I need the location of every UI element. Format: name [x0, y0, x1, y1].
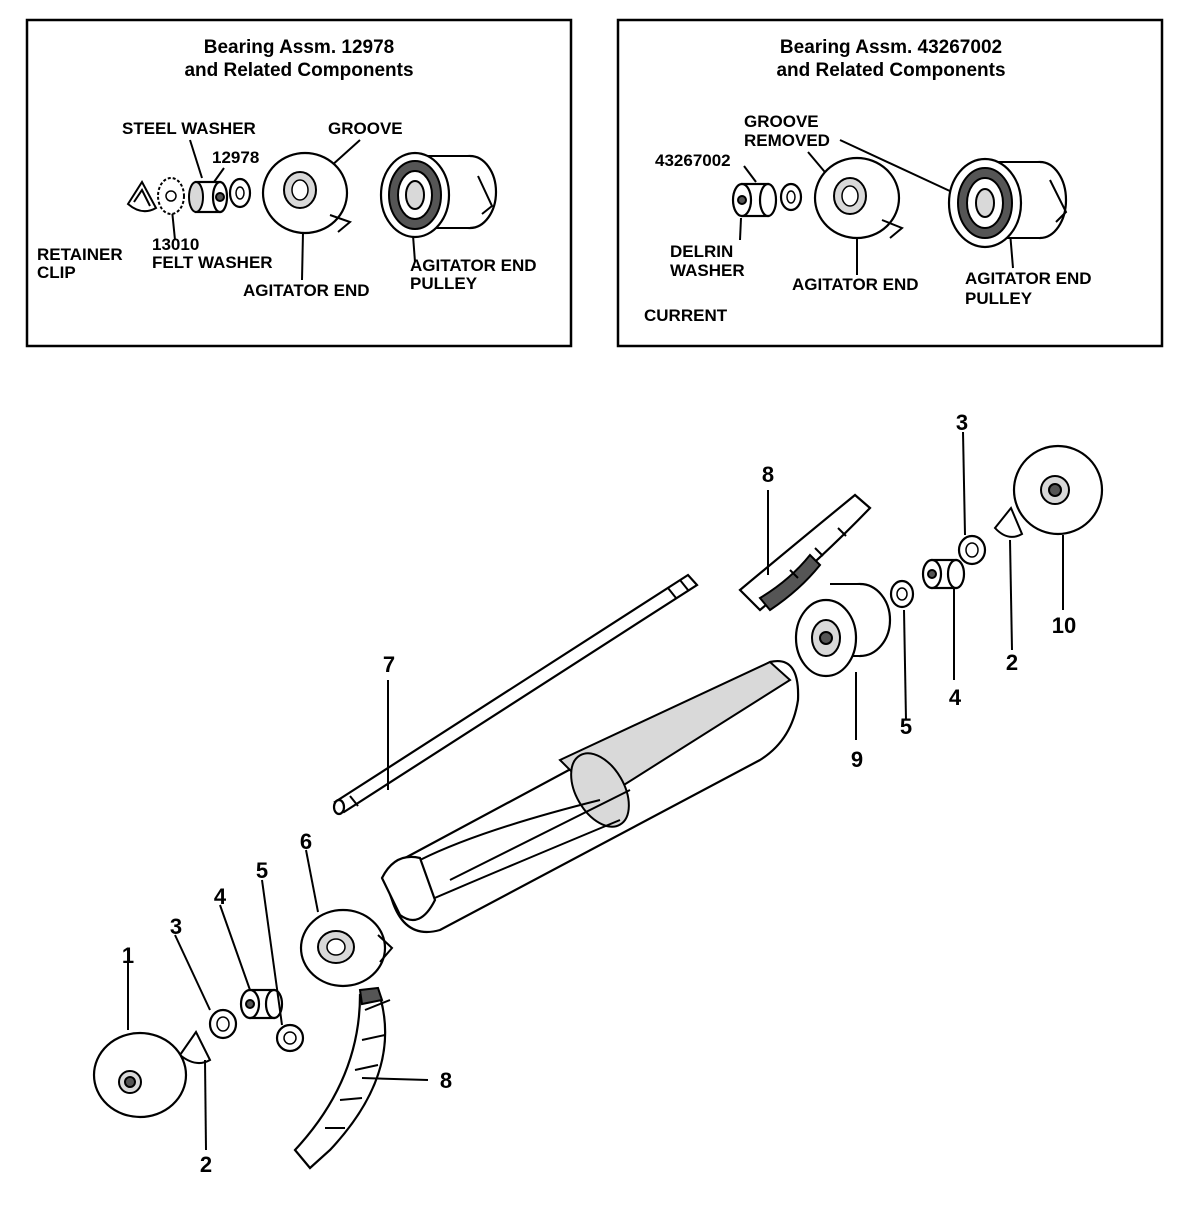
delrin-washer-label-1: DELRIN: [670, 242, 733, 261]
callout-9: 9: [851, 747, 863, 772]
callout-1: 1: [122, 943, 134, 968]
retainer-clip-label-1: RETAINER: [37, 245, 123, 264]
end-cap-part-10: [1012, 444, 1104, 536]
callout-5-left: 5: [256, 858, 268, 883]
callout-8-top: 8: [762, 462, 774, 487]
bearing-12978-icon: [188, 180, 229, 214]
retainer-clip-label-2: CLIP: [37, 263, 76, 282]
agitator-end-current-label: AGITATOR END: [792, 275, 919, 294]
agitator-end-pulley-current-icon: [947, 157, 1068, 249]
felt-washer-icon: [157, 177, 185, 215]
bearing-43267002-label: 43267002: [655, 151, 731, 170]
agitator-body: [380, 659, 800, 934]
retainer-clip-part-2-right: [993, 506, 1024, 538]
inset-left-title-line1: Bearing Assm. 12978: [204, 37, 394, 58]
retainer-clip-icon: [126, 180, 158, 213]
current-label: CURRENT: [644, 306, 728, 325]
groove-removed-label-1: GROOVE: [744, 112, 819, 131]
callout-3-left: 3: [170, 914, 182, 939]
retainer-clip-part-2-left: [178, 1030, 212, 1065]
inset-right-title-line2: and Related Components: [776, 60, 1005, 81]
pulley-label-2: PULLEY: [410, 274, 478, 293]
agitator-end-pulley-icon: [379, 151, 498, 239]
pulley-current-label-2: PULLEY: [965, 289, 1033, 308]
felt-washer-label-1: 13010: [152, 235, 199, 254]
felt-washer-label-2: FELT WASHER: [152, 253, 273, 272]
inset-bearing-43267002: Bearing Assm. 43267002 and Related Compo…: [616, 18, 1164, 348]
callout-10: 10: [1052, 613, 1076, 638]
main-exploded-view: 1 2 3 4 5 6 7 8 8 9 3 2 4 5 10: [92, 410, 1104, 1177]
agitator-end-part-6: [299, 908, 394, 988]
pulley-part-9: [794, 582, 892, 678]
agitator-end-current-icon: [813, 156, 904, 240]
shaft-part-7: [332, 573, 699, 816]
groove-removed-label-2: REMOVED: [744, 131, 830, 150]
bearing-part-4-left: [239, 988, 284, 1020]
callout-6: 6: [300, 829, 312, 854]
callout-7: 7: [383, 652, 395, 677]
bearing-43267002-icon: [731, 182, 778, 218]
pulley-label-1: AGITATOR END: [410, 256, 537, 275]
callout-4-left: 4: [214, 884, 227, 909]
pulley-current-label-1: AGITATOR END: [965, 269, 1092, 288]
callout-5-right: 5: [900, 714, 912, 739]
callout-2-left: 2: [200, 1152, 212, 1177]
groove-label: GROOVE: [328, 119, 403, 138]
steel-washer-label: STEEL WASHER: [122, 119, 256, 138]
bearing-part-4-right: [921, 558, 966, 590]
callout-2-right: 2: [1006, 650, 1018, 675]
agitator-end-label: AGITATOR END: [243, 281, 370, 300]
end-cap-part-1: [92, 1031, 188, 1119]
inset-bearing-12978: Bearing Assm. 12978 and Related Componen…: [25, 18, 573, 348]
callout-8-bottom: 8: [440, 1068, 452, 1093]
inset-right-title-line1: Bearing Assm. 43267002: [780, 37, 1002, 58]
inset-left-title-line2: and Related Components: [184, 60, 413, 81]
brush-strip-part-8-bottom: [293, 986, 391, 1170]
delrin-washer-label-2: WASHER: [670, 261, 745, 280]
agitator-end-icon: [261, 151, 352, 235]
brush-strip-part-8-top: [738, 493, 872, 612]
callout-4-right: 4: [949, 685, 962, 710]
bearing-12978-label: 12978: [212, 148, 259, 167]
callout-3-right: 3: [956, 410, 968, 435]
